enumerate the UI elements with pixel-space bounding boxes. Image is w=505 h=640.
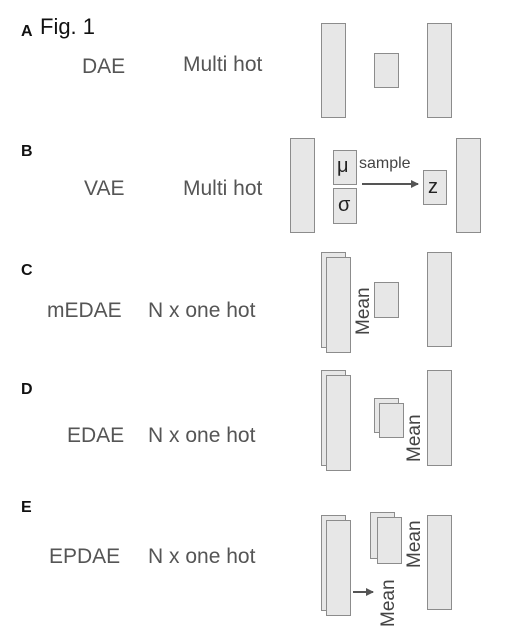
panel-a-model-name: DAE: [82, 55, 126, 78]
panel-e-mean-label-top: Mean: [404, 520, 425, 568]
panel-a-decoder-layer: [427, 23, 452, 118]
panel-e-encoder-ensemble-front: [326, 520, 351, 616]
panel-e-mean-label-bottom: Mean: [378, 579, 399, 627]
panel-b-z-box: [423, 170, 447, 205]
panel-e-model-name: EPDAE: [49, 545, 121, 568]
panel-c-input-type: N x one hot: [148, 299, 256, 322]
panel-a-input-type: Multi hot: [183, 53, 263, 76]
panel-d-encoder-ensemble-front: [326, 375, 351, 471]
panel-a-letter: A: [21, 23, 33, 40]
panel-c-decoder-layer: [427, 252, 452, 347]
panel-b-sigma-box: [333, 188, 357, 224]
panel-d-letter: D: [21, 381, 33, 398]
panel-d-model-name: EDAE: [67, 424, 125, 447]
panel-c-model-name: mEDAE: [47, 299, 122, 322]
panel-b-mu-box: [333, 150, 357, 185]
panel-b-input-type: Multi hot: [183, 177, 263, 200]
panel-a-latent-layer: [374, 53, 399, 88]
panel-d-mean-label: Mean: [404, 414, 425, 462]
panel-b-sample-label: sample: [359, 155, 411, 172]
panel-c-encoder-ensemble-front: [326, 257, 351, 353]
panel-b-decoder-layer: [456, 138, 481, 233]
panel-c-mean-label: Mean: [353, 287, 374, 335]
panel-d-decoder-layer: [427, 370, 452, 466]
panel-b-model-name: VAE: [84, 177, 125, 200]
panel-c-letter: C: [21, 262, 33, 279]
figure-title: Fig. 1: [40, 14, 96, 39]
panel-b-encoder-layer: [290, 138, 315, 233]
panel-a-encoder-layer: [321, 23, 346, 118]
panel-e-decoder-ensemble-front: [377, 517, 402, 564]
panel-b-z-label: z: [428, 176, 438, 198]
panel-b-mu-label: μ: [337, 155, 349, 177]
panel-c-latent-layer: [374, 282, 399, 318]
panel-e-output-layer: [427, 515, 452, 610]
panel-d-latent-ensemble-front: [379, 403, 404, 438]
panel-b-sigma-label: σ: [338, 194, 351, 216]
panel-e-letter: E: [21, 499, 32, 516]
panel-b-letter: B: [21, 143, 33, 160]
panel-d-input-type: N x one hot: [148, 424, 256, 447]
panel-e-input-type: N x one hot: [148, 545, 256, 568]
